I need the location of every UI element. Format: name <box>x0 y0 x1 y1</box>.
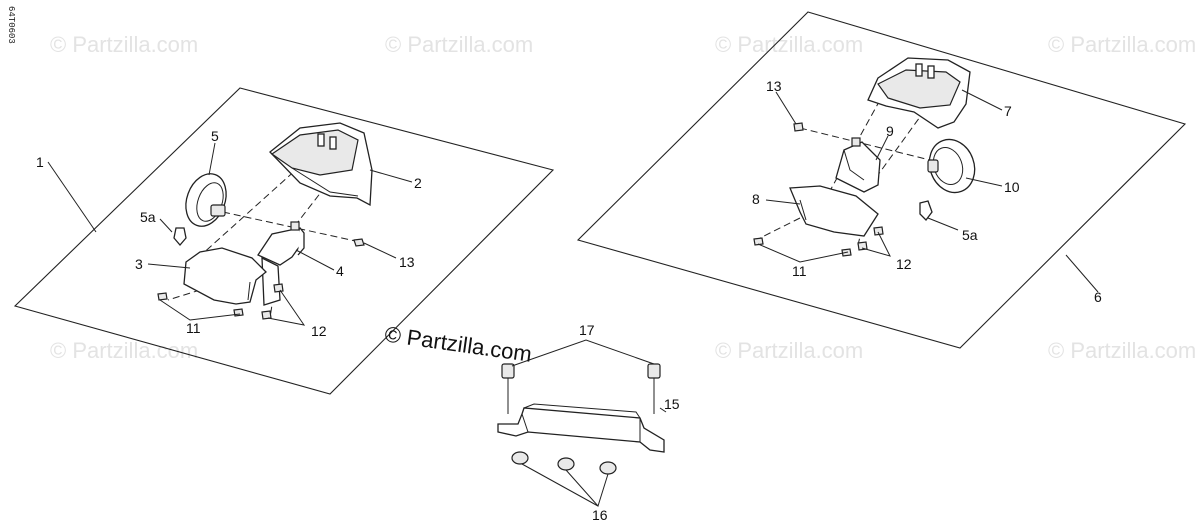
part-4-bracket <box>257 221 305 306</box>
part-5a-bulb <box>919 200 933 221</box>
drawing-code: 64T0603 <box>6 6 16 44</box>
callout-9: 9 <box>886 123 894 139</box>
part-2-headlight-housing <box>269 122 373 207</box>
callout-8: 8 <box>752 191 760 207</box>
part-7-tail-housing <box>867 57 971 129</box>
callout-4: 4 <box>336 263 344 279</box>
watermark: © Partzilla.com <box>385 32 533 57</box>
callout-16: 16 <box>592 507 608 523</box>
callout-12: 12 <box>896 256 912 272</box>
callout-5: 5 <box>211 128 219 144</box>
partzilla-logo: © Partzilla.com <box>383 321 533 366</box>
center-mounting-bracket-assembly: 17 15 16 <box>497 322 680 523</box>
part-13-screw <box>353 238 365 247</box>
left-assembly-plate <box>13 87 555 395</box>
watermark: © Partzilla.com <box>715 32 863 57</box>
callout-11: 11 <box>186 320 201 336</box>
callout-12: 12 <box>311 323 327 339</box>
watermark: © Partzilla.com <box>715 338 863 363</box>
callout-15: 15 <box>664 396 680 412</box>
callout-13: 13 <box>399 254 415 270</box>
right-assembly-plate <box>576 11 1187 349</box>
left-headlight-assembly: 1 2 3 4 5 5a 11 12 13 <box>13 87 555 395</box>
part-5a-bulb <box>173 227 187 246</box>
callout-5a: 5a <box>962 227 978 243</box>
part-8-cover <box>789 185 879 237</box>
callout-1: 1 <box>36 154 44 170</box>
callout-7: 7 <box>1004 103 1012 119</box>
callout-5a: 5a <box>140 209 156 225</box>
callout-6: 6 <box>1094 289 1102 305</box>
watermark-layer: © Partzilla.com © Partzilla.com © Partzi… <box>50 32 1196 363</box>
watermark: © Partzilla.com <box>1048 338 1196 363</box>
part-13-screw <box>793 122 804 132</box>
part-16-nut <box>511 451 617 475</box>
part-12-screw <box>261 283 284 320</box>
callout-13: 13 <box>766 78 782 94</box>
part-10-lamp <box>927 138 976 194</box>
callout-11: 11 <box>792 263 807 279</box>
part-17-bolt <box>501 363 661 414</box>
callout-10: 10 <box>1004 179 1020 195</box>
part-9-bracket <box>835 137 881 193</box>
right-taillight-assembly: 6 7 8 9 10 5a 11 12 13 <box>576 11 1187 349</box>
part-3-cover <box>183 247 267 305</box>
callout-3: 3 <box>135 256 143 272</box>
callout-17: 17 <box>579 322 595 338</box>
part-15-bracket <box>497 403 665 453</box>
watermark: © Partzilla.com <box>50 32 198 57</box>
part-11-screw <box>753 237 852 257</box>
part-5-lamp <box>185 173 227 227</box>
watermark: © Partzilla.com <box>1048 32 1196 57</box>
callout-2: 2 <box>414 175 422 191</box>
